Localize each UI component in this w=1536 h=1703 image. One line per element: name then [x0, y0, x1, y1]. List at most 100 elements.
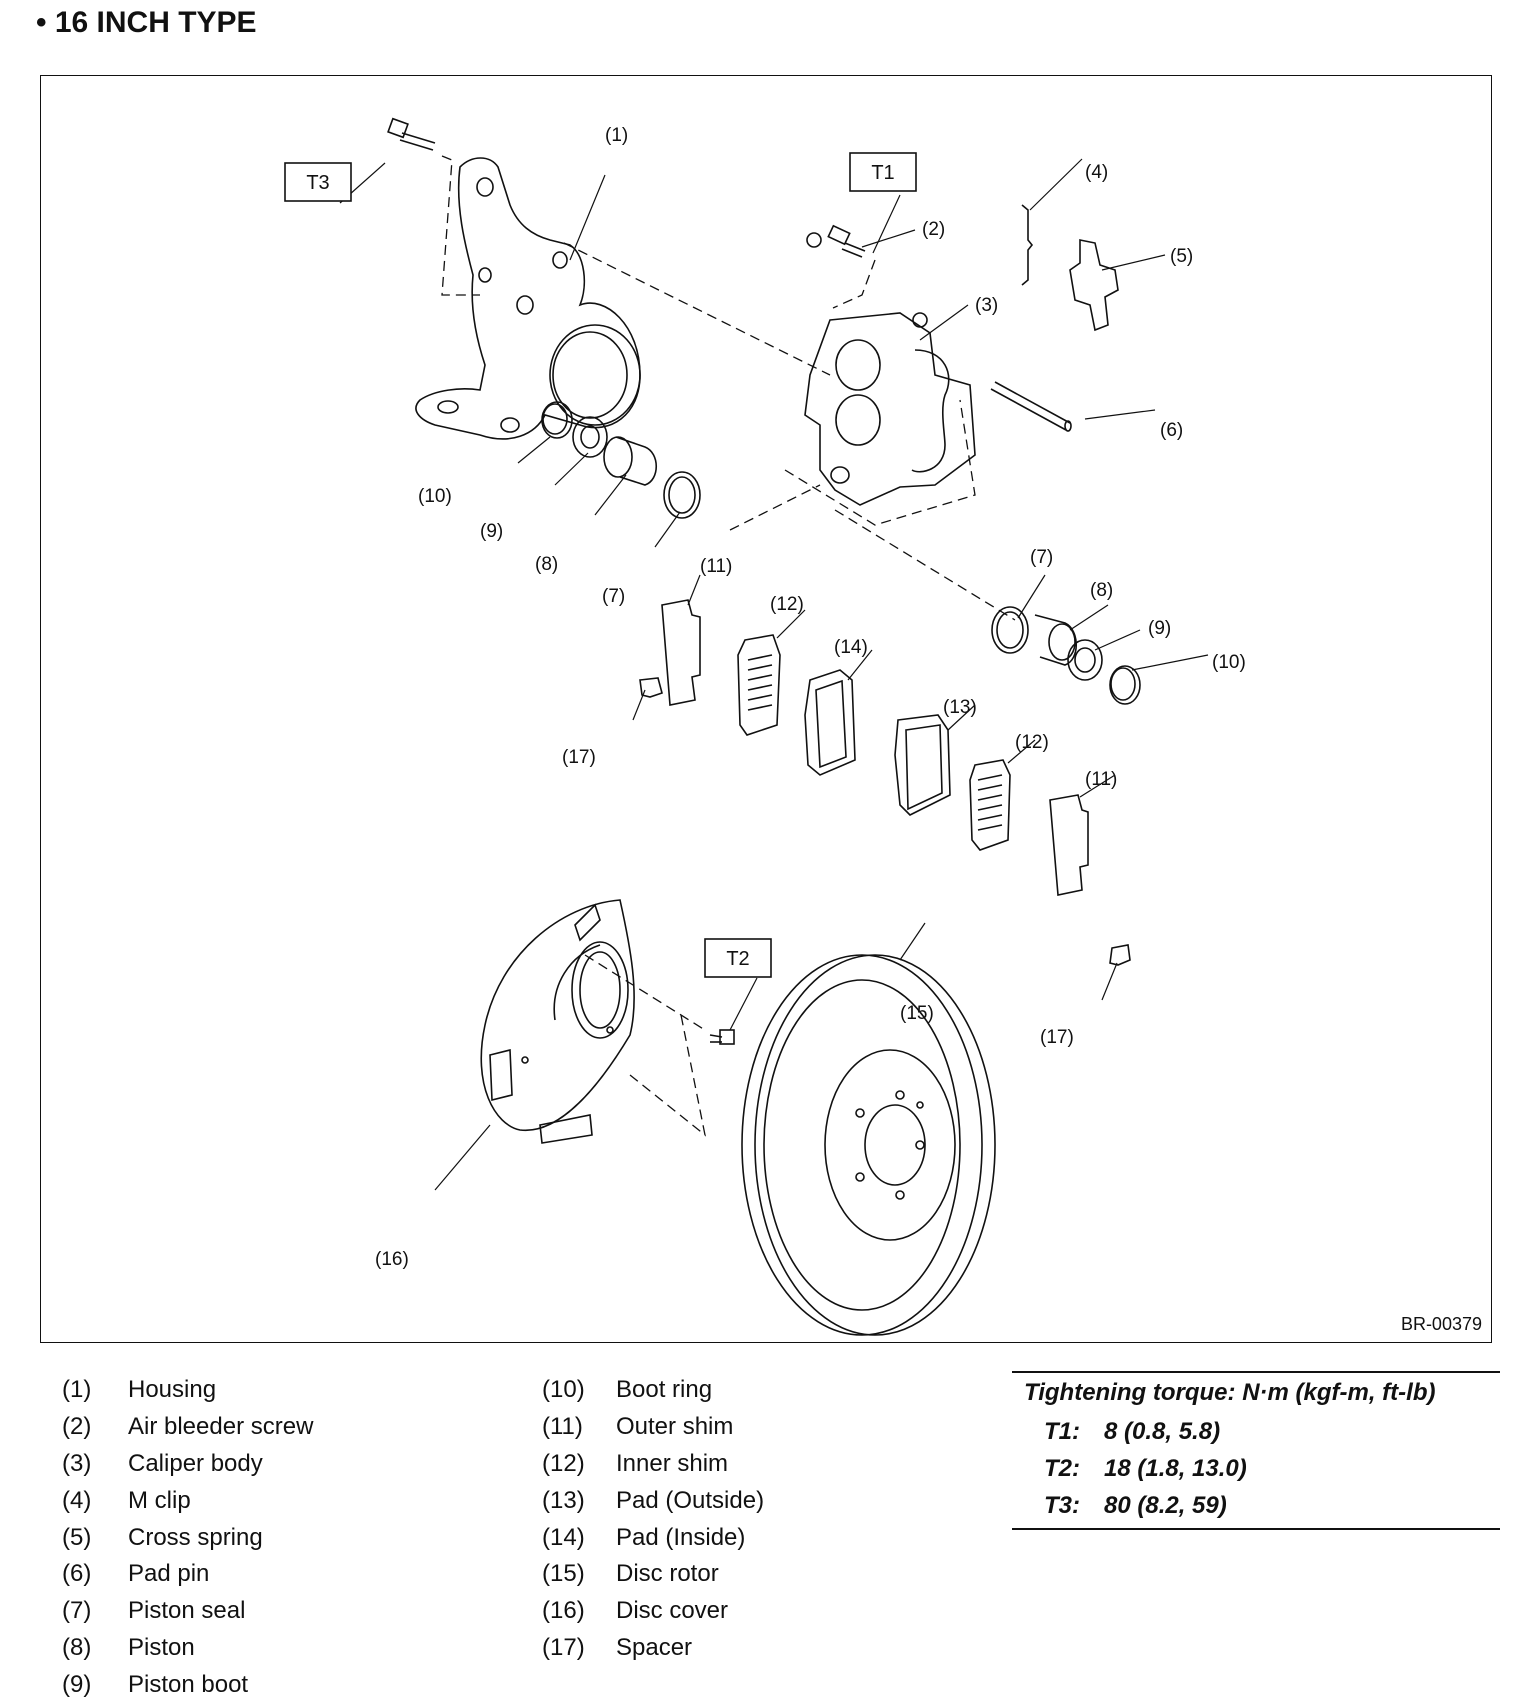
torque-top-rule: [1012, 1371, 1500, 1373]
torque-row: T1: 8 (0.8, 5.8): [1012, 1413, 1500, 1450]
left-piston-stack: [541, 401, 701, 519]
callout-17-right: (17): [1040, 1027, 1074, 1048]
torque-tags: T3 T1 T2: [284, 152, 917, 978]
legend-row: (5) Cross spring: [62, 1519, 313, 1556]
spacer-left: [639, 677, 663, 698]
torque-row: T3: 80 (8.2, 59): [1012, 1487, 1500, 1524]
callout-5: (5): [1170, 246, 1193, 267]
legend-row: (3) Caliper body: [62, 1446, 313, 1483]
legend-number: (6): [62, 1560, 92, 1588]
callout-8-right: (8): [1090, 580, 1113, 601]
housing-part: [415, 157, 641, 440]
page-title: • 16 INCH TYPE: [36, 6, 257, 39]
legend-name: Piston: [128, 1633, 195, 1661]
torque-key: T3:: [1044, 1491, 1080, 1519]
air-bleeder-screw-part: [806, 224, 866, 258]
callout-11-left: (11): [700, 556, 732, 577]
legend-name: Disc rotor: [616, 1560, 719, 1588]
callout-6: (6): [1160, 420, 1183, 441]
callout-7-right: (7): [1030, 547, 1053, 568]
legend-name: Spacer: [616, 1633, 693, 1661]
legend-row: (7) Piston seal: [62, 1593, 313, 1630]
legend-number: (9): [62, 1670, 92, 1698]
torque-key: T2:: [1044, 1454, 1080, 1482]
callout-15: (15): [900, 1003, 934, 1024]
t1-tag: T1: [871, 162, 894, 184]
legend-number: (1): [62, 1376, 92, 1404]
callout-12-right: (12): [1015, 732, 1049, 753]
legend-row: (13) Pad (Outside): [542, 1482, 764, 1519]
callout-3: (3): [975, 295, 998, 316]
legend-row: (8) Piston: [62, 1630, 313, 1667]
legend-name: Housing: [128, 1376, 217, 1404]
legend-number: (16): [542, 1597, 585, 1625]
pad-inside: [804, 669, 856, 776]
t2-bolt: [709, 1029, 735, 1045]
legend-number: (3): [62, 1449, 92, 1477]
legend-name: Air bleeder screw: [128, 1413, 314, 1441]
legend-row: (11)Outer shim: [542, 1409, 764, 1446]
outer-shim-left: [661, 599, 701, 706]
disc-rotor-part: [741, 954, 996, 1336]
legend-name: Cross spring: [128, 1523, 263, 1551]
callout-14: (14): [834, 637, 868, 658]
m-clip-part: [1021, 204, 1034, 286]
legend-name: Pad (Outside): [616, 1486, 765, 1514]
legend-number: (5): [62, 1523, 92, 1551]
legend-number: (13): [542, 1486, 585, 1514]
assembly-lines: [441, 155, 1016, 1137]
callout-13: (13): [943, 697, 977, 718]
callout-12-left: (12): [770, 594, 804, 615]
legend-row: (16)Disc cover: [542, 1593, 764, 1630]
figure-code: BR-00379: [1401, 1314, 1482, 1334]
torque-row: T2: 18 (1.8, 13.0): [1012, 1450, 1500, 1487]
legend-row: (15) Disc rotor: [542, 1556, 764, 1593]
legend-number: (7): [62, 1597, 92, 1625]
legend-number: (11): [542, 1413, 583, 1441]
disc-cover-part: [480, 899, 635, 1144]
pad-pin-part: [990, 381, 1072, 432]
callout-2: (2): [922, 219, 945, 240]
caliper-body-part: [804, 312, 976, 506]
callout-labels: (1) (2) (3) (4) (5) (6) (10) (9) (8) (7)…: [375, 125, 1246, 1270]
legend-name: Inner shim: [616, 1449, 729, 1477]
tightening-torque-table: Tightening torque: N·m (kgf-m, ft-lb) T1…: [1012, 1371, 1500, 1530]
callout-16: (16): [375, 1249, 409, 1270]
torque-value: 80 (8.2, 59): [1104, 1491, 1227, 1519]
legend-number: (8): [62, 1633, 92, 1661]
legend-number: (12): [542, 1449, 585, 1477]
pad-outside: [894, 714, 951, 816]
t3-bolt: [387, 117, 436, 151]
inner-shim-right: [969, 759, 1011, 851]
legend-row: (14) Pad (Inside): [542, 1519, 764, 1556]
torque-value: 8 (0.8, 5.8): [1104, 1417, 1221, 1445]
legend-number: (15): [542, 1560, 585, 1588]
legend-name: Piston seal: [128, 1597, 246, 1625]
legend-name: Pad pin: [128, 1560, 210, 1588]
cross-spring-part: [1069, 239, 1119, 332]
legend-number: (17): [542, 1633, 585, 1661]
legend-name: Piston boot: [128, 1670, 249, 1698]
torque-value: 18 (1.8, 13.0): [1104, 1454, 1247, 1482]
legend-number: (14): [542, 1523, 585, 1551]
legend-name: Caliper body: [128, 1449, 263, 1477]
callout-1: (1): [605, 125, 628, 146]
callout-17-left: (17): [562, 747, 596, 768]
callout-8-left: (8): [535, 554, 558, 575]
torque-heading: Tightening torque: N·m (kgf-m, ft-lb): [1024, 1379, 1436, 1406]
legend-row: (10) Boot ring: [542, 1372, 764, 1409]
legend-number: (10): [542, 1376, 585, 1404]
right-piston-stack: [991, 606, 1141, 705]
exploded-brake-diagram: T3 T1 T2 (1) (2) (3) (4) (5) (6) (10) (9…: [284, 117, 1482, 1336]
callout-4: (4): [1085, 162, 1108, 183]
legend-name: Pad (Inside): [616, 1523, 746, 1551]
legend-name: Boot ring: [616, 1376, 713, 1404]
legend-row: (1) Housing: [62, 1372, 313, 1409]
leader-lines: [339, 158, 1209, 1191]
legend-row: (6) Pad pin: [62, 1556, 313, 1593]
spacer-right: [1109, 944, 1131, 966]
callout-10-right: (10): [1212, 652, 1246, 673]
legend-row: (12) Inner shim: [542, 1446, 764, 1483]
inner-shim-left: [737, 634, 781, 736]
torque-key: T1:: [1044, 1417, 1080, 1445]
